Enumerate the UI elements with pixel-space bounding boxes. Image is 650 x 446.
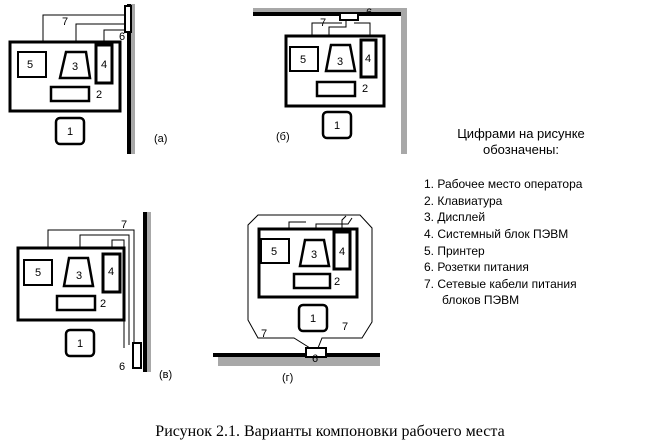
system-unit [101, 252, 122, 294]
operator-chair [64, 328, 96, 358]
label-cables: 7 [62, 16, 68, 28]
power-cable [103, 29, 125, 42]
operator-chair [54, 116, 86, 146]
variant-a: 5 3 4 2 1 7 6 (а) [8, 4, 167, 154]
label-printer: 5 [35, 267, 41, 279]
label-sockets: 6 [119, 31, 125, 43]
operator-chair [321, 110, 353, 140]
power-cable [247, 214, 373, 349]
variant-label-b: (б) [276, 131, 290, 143]
variant-label-a: (а) [154, 133, 167, 145]
legend-item: 3. Дисплей [424, 210, 485, 224]
variant-label-v: (в) [159, 369, 172, 381]
display [62, 256, 95, 288]
power-socket [339, 12, 359, 21]
label-workplace: 1 [77, 338, 83, 350]
display [58, 50, 92, 80]
power-cable [341, 215, 347, 229]
label-display: 3 [76, 270, 82, 282]
label-keyboard: 2 [100, 298, 106, 310]
power-cable [47, 229, 135, 343]
keyboard [55, 294, 97, 312]
legend-item: 7. Сетевые кабели питания [424, 277, 577, 291]
label-workplace: 1 [334, 120, 340, 132]
legend-item: 5. Принтер [424, 244, 485, 258]
variant-label-g: (г) [282, 372, 293, 384]
system-unit [359, 38, 378, 79]
label-system-unit: 4 [365, 53, 371, 65]
legend-item: 4. Системный блок ПЭВМ [424, 227, 568, 241]
power-socket [305, 347, 327, 358]
label-keyboard: 2 [362, 83, 368, 95]
label-workplace: 1 [310, 313, 316, 325]
power-cable [79, 234, 130, 345]
label-workplace: 1 [67, 126, 73, 138]
wall-line [213, 353, 380, 357]
printer [260, 238, 290, 264]
system-unit [332, 230, 352, 271]
label-sockets: 6 [119, 361, 125, 373]
keyboard [315, 80, 357, 98]
display [298, 238, 331, 268]
power-socket [124, 5, 132, 33]
system-unit [94, 43, 114, 85]
label-cables: 7 [320, 17, 326, 29]
wall-line [253, 12, 407, 16]
legend-item: 1. Рабочее место оператора [424, 177, 583, 191]
wall-line [143, 212, 147, 372]
keyboard [292, 272, 332, 290]
label-cables: 7 [121, 219, 127, 231]
variant-v: 5 3 4 2 1 7 6 (в) [16, 212, 172, 381]
label-system-unit: 4 [339, 246, 345, 258]
printer [23, 259, 53, 286]
label-sockets: 6 [366, 7, 372, 19]
legend-item: 2. Клавиатура [424, 194, 503, 208]
label-system-unit: 4 [108, 266, 114, 278]
printer [289, 46, 319, 72]
power-cable [311, 22, 342, 37]
wall [129, 4, 135, 154]
label-printer: 5 [300, 54, 306, 66]
figure-caption: Рисунок 2.1. Варианты компоновки рабочег… [155, 423, 504, 440]
label-keyboard: 2 [334, 276, 340, 288]
variant-g: 5 3 4 2 1 7 7 6 (г) [213, 214, 380, 384]
variant-b: 5 3 4 2 1 7 6 (б) [253, 7, 407, 154]
keyboard [49, 85, 91, 103]
legend-subtitle: обозначены: [483, 142, 559, 157]
legend-title: Цифрами на рисунке [457, 126, 585, 141]
power-cable [42, 14, 125, 42]
label-keyboard: 2 [96, 89, 102, 101]
wall-side [401, 10, 407, 154]
legend-item: 6. Розетки питания [424, 260, 529, 274]
legend-item: блоков ПЭВМ [442, 293, 519, 307]
display [324, 43, 357, 73]
label-cables-right: 7 [342, 321, 348, 333]
label-system-unit: 4 [101, 59, 107, 71]
power-socket [132, 342, 142, 369]
printer [17, 51, 47, 78]
label-cables-left: 7 [261, 328, 267, 340]
label-display: 3 [337, 56, 343, 68]
power-cable [354, 22, 371, 37]
label-display: 3 [311, 249, 317, 261]
operator-chair [297, 303, 329, 333]
legend: Цифрами на рисунке обозначены: 1. Рабоче… [424, 126, 585, 307]
label-sockets: 6 [312, 353, 318, 365]
label-printer: 5 [271, 246, 277, 258]
label-display: 3 [72, 61, 78, 73]
label-printer: 5 [27, 59, 33, 71]
wall-line [127, 4, 131, 154]
